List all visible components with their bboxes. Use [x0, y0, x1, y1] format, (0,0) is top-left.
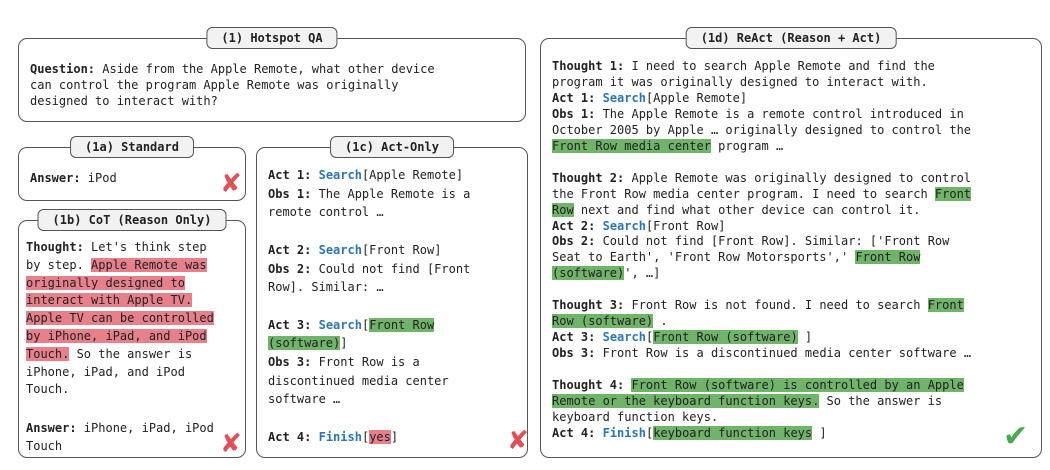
wrong-highlight: yes	[369, 429, 391, 444]
panel-title: (1) Hotspot QA	[206, 27, 338, 49]
correct-highlight: Front Row media center	[552, 138, 711, 153]
wrong-highlight: Touch.	[26, 346, 70, 361]
correct-highlight: Front Row	[855, 250, 921, 265]
correct-highlight: keyboard function keys	[653, 425, 813, 440]
wrong-highlight: interact with Apple TV.	[26, 293, 193, 308]
correct-highlight: Row	[552, 202, 574, 217]
correct-highlight: Front	[927, 298, 964, 313]
correct-highlight: Front	[934, 186, 972, 201]
answer-text: Answer: iPod	[30, 171, 117, 185]
correct-check-icon: ✔	[1003, 419, 1029, 454]
panel-title: (1c) Act-Only	[330, 136, 454, 158]
correct-highlight: Front Row (software)	[653, 330, 798, 345]
correct-highlight: (software)	[552, 266, 625, 281]
panel-title: (1d) ReAct (Reason + Act)	[685, 27, 897, 49]
panel-title: (1b) CoT (Reason Only)	[37, 209, 227, 231]
wrong-x-icon: ✘	[220, 429, 242, 459]
act-only-trace: Act 1: Search[Apple Remote] Obs 1: The A…	[268, 168, 471, 444]
finish-action: Finish	[602, 425, 646, 440]
cot-reasoning: Thought: Let's think step by step. Apple…	[26, 240, 214, 397]
correct-highlight: Row (software)	[552, 314, 654, 329]
wrong-highlight: Apple TV can be controlled	[26, 311, 214, 326]
correct-highlight: (software)	[268, 336, 341, 351]
correct-highlight: Front Row (software) is controlled by an…	[631, 378, 964, 393]
correct-highlight: Front Row	[369, 317, 435, 332]
wrong-x-icon: ✘	[220, 169, 242, 199]
search-action: Search	[602, 330, 646, 345]
wrong-highlight: Apple Remote was	[91, 257, 207, 272]
search-action: Search	[318, 168, 362, 182]
question-text: Question: Aside from the Apple Remote, w…	[30, 62, 435, 108]
panel-hotspot-qa: (1) Hotspot QA Question: Aside from the …	[18, 27, 526, 122]
search-action: Search	[318, 242, 362, 257]
wrong-highlight: originally designed to	[26, 275, 185, 290]
panel-act-only: (1c) Act-Only Act 1: Search[Apple Remote…	[256, 136, 529, 458]
search-action: Search	[602, 218, 646, 233]
cot-answer: Answer: iPhone, iPad, iPod Touch	[26, 421, 214, 453]
react-trace: Thought 1: I need to search Apple Remote…	[552, 59, 972, 440]
panel-standard: (1a) Standard Answer: iPod ✘	[18, 136, 246, 201]
finish-action: Finish	[318, 429, 362, 444]
panel-react: (1d) ReAct (Reason + Act) Thought 1: I n…	[540, 27, 1042, 458]
question-label: Question:	[30, 62, 96, 76]
panel-title: (1a) Standard	[70, 136, 194, 158]
wrong-highlight: by iPhone, iPad, and iPod	[26, 328, 207, 343]
correct-highlight: Remote or the keyboard function keys.	[552, 394, 820, 409]
search-action: Search	[318, 317, 362, 332]
search-action: Search	[602, 90, 646, 105]
wrong-x-icon: ✘	[507, 426, 529, 456]
panel-cot: (1b) CoT (Reason Only) Thought: Let's th…	[18, 209, 246, 459]
